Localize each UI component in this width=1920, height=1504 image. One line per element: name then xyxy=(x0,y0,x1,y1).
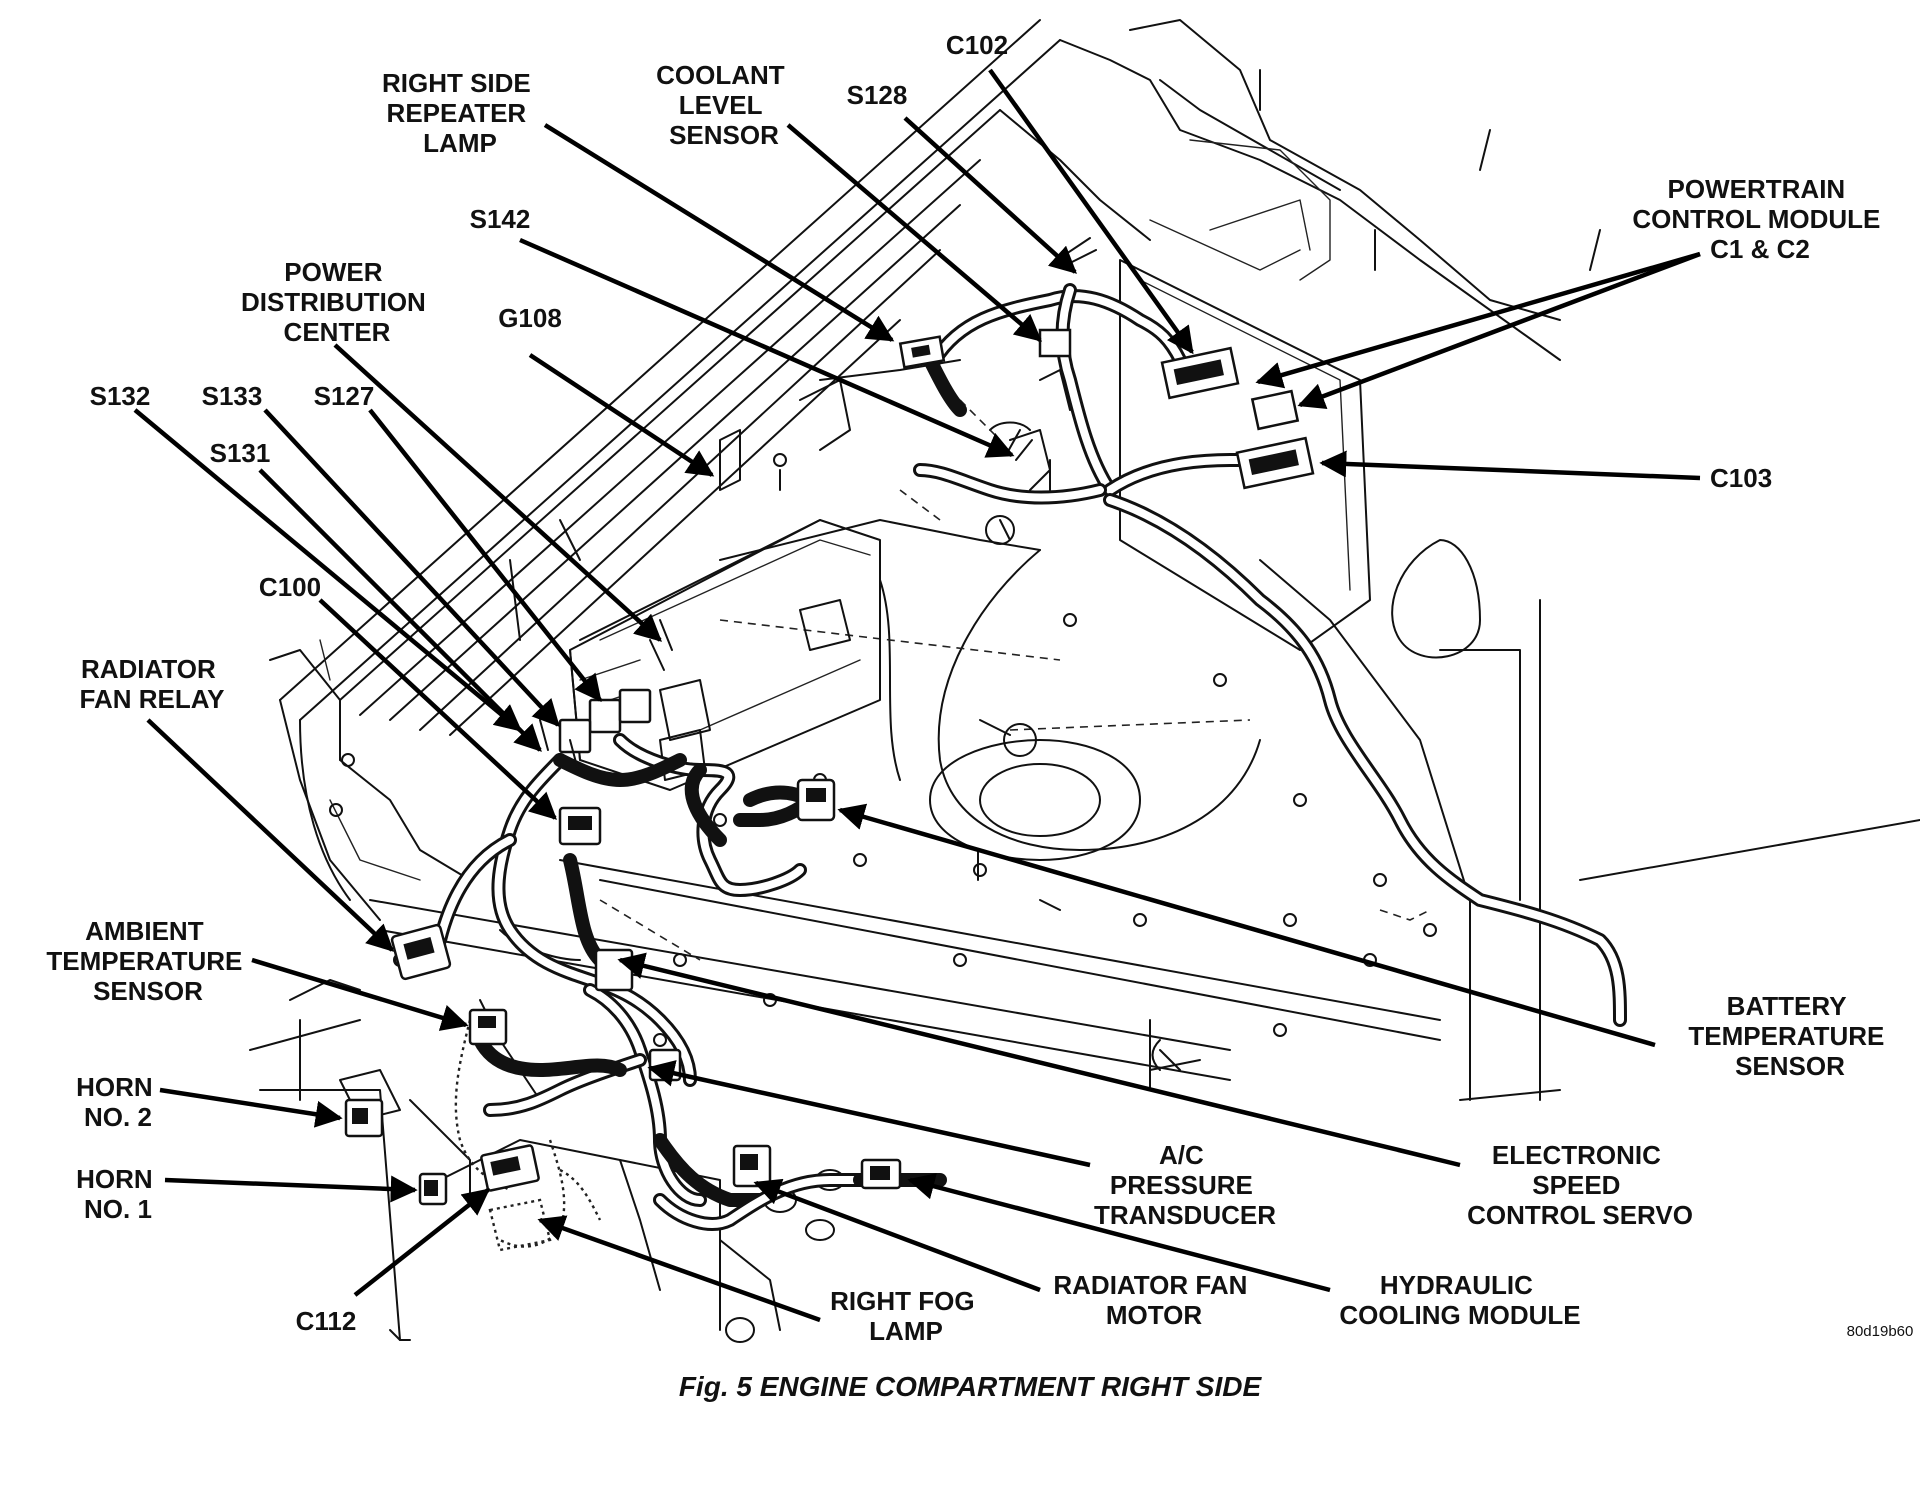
c112-connector xyxy=(480,1144,540,1192)
horn-2-connector xyxy=(344,1098,384,1138)
label-hydraulic-cooling-module: HYDRAULIC COOLING MODULE xyxy=(1339,1270,1580,1330)
label-s127: S127 xyxy=(314,381,375,411)
label-horn-no1: HORN NO. 1 xyxy=(76,1164,160,1224)
label-ambient-temperature-sensor: AMBIENT TEMPERATURE SENSOR xyxy=(46,916,249,1006)
speed-control-connector xyxy=(594,948,634,992)
c100-connector xyxy=(558,806,602,846)
callout-labels: RIGHT SIDE REPEATER LAMP COOLANT LEVEL S… xyxy=(46,30,1891,1346)
battery-temp-connector xyxy=(796,778,836,822)
figure-code: 80d19b60 xyxy=(1847,1323,1914,1340)
label-radiator-fan-relay: RADIATOR FAN RELAY xyxy=(80,654,225,714)
label-s131: S131 xyxy=(210,438,271,468)
pcm-connector-c1 xyxy=(1160,346,1240,400)
label-ac-pressure-transducer: A/C PRESSURE TRANSDUCER xyxy=(1094,1140,1276,1230)
label-c102: C102 xyxy=(946,30,1008,60)
label-c103: C103 xyxy=(1710,463,1772,493)
label-g108: G108 xyxy=(498,303,562,333)
label-s132: S132 xyxy=(90,381,151,411)
label-c100: C100 xyxy=(259,572,321,602)
horn-1-connector xyxy=(418,1172,448,1206)
pcm-connector-c103 xyxy=(1235,436,1315,490)
label-right-fog-lamp: RIGHT FOG LAMP xyxy=(830,1286,982,1346)
label-s128: S128 xyxy=(847,80,908,110)
hydraulic-cooling-connector xyxy=(860,1158,902,1190)
label-coolant-level-sensor: COOLANT LEVEL SENSOR xyxy=(656,60,792,150)
coolant-sensor-connector xyxy=(1038,328,1072,358)
label-s133: S133 xyxy=(202,381,263,411)
repeater-lamp-connector xyxy=(898,335,946,369)
label-horn-no2: HORN NO. 2 xyxy=(76,1072,160,1132)
label-radiator-fan-motor: RADIATOR FAN MOTOR xyxy=(1053,1270,1254,1330)
leader-lines xyxy=(133,68,1701,1323)
label-s142: S142 xyxy=(470,204,531,234)
connectors xyxy=(344,237,1315,1206)
dashed-hidden-wiring xyxy=(454,1019,602,1252)
label-electronic-speed-control-servo: ELECTRONIC SPEED CONTROL SERVO xyxy=(1467,1140,1693,1230)
label-right-side-repeater-lamp: RIGHT SIDE REPEATER LAMP xyxy=(382,68,538,158)
pcm-connector-c2 xyxy=(1250,389,1300,431)
pdc-splice-connectors xyxy=(558,688,652,754)
label-battery-temperature-sensor: BATTERY TEMPERATURE SENSOR xyxy=(1688,991,1891,1081)
fan-relay-connector xyxy=(390,923,452,981)
label-power-distribution-center: POWER DISTRIBUTION CENTER xyxy=(241,257,433,347)
ambient-temp-connector xyxy=(468,1008,508,1046)
figure-caption: Fig. 5 ENGINE COMPARTMENT RIGHT SIDE xyxy=(679,1371,1263,1402)
label-powertrain-control-module: POWERTRAIN CONTROL MODULE C1 & C2 xyxy=(1632,174,1887,264)
fan-motor-connector xyxy=(732,1144,772,1188)
label-c112: C112 xyxy=(296,1306,357,1336)
